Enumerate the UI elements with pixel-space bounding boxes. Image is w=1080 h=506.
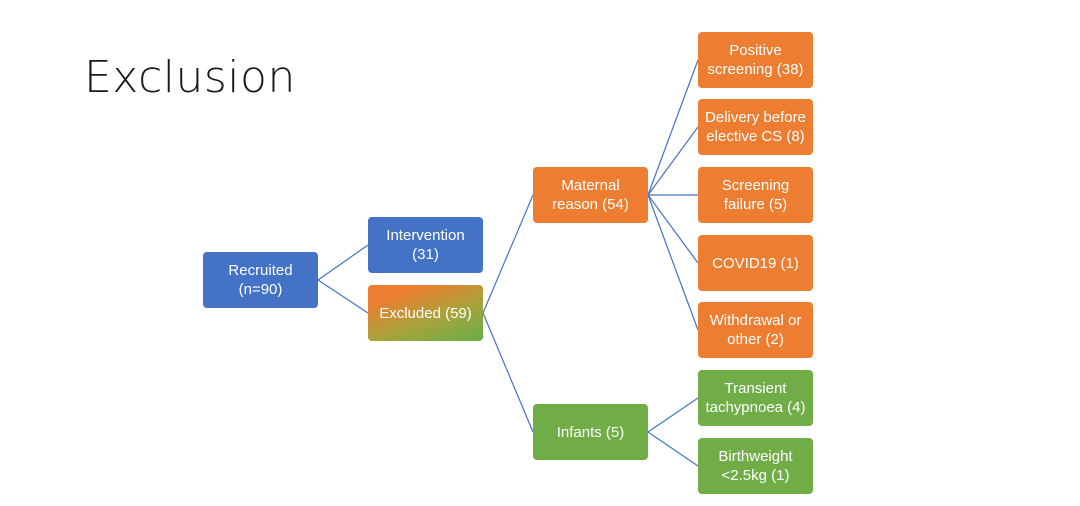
connector-excluded-maternal: [482, 194, 534, 314]
node-transient-tachypnoea: Transient tachypnoea (4): [698, 370, 813, 426]
node-birthweight: Birthweight <2.5kg (1): [698, 438, 813, 494]
connector-recruited-intervention: [317, 244, 369, 281]
connector-maternal-covid: [647, 194, 699, 264]
node-delivery-before-cs: Delivery before elective CS (8): [698, 99, 813, 155]
connector-maternal-withdrawal: [647, 194, 699, 331]
slide-title: Exclusion: [84, 52, 296, 103]
node-recruited: Recruited (n=90): [203, 252, 318, 308]
node-label: Transient tachypnoea (4): [705, 380, 806, 416]
connector-infants-tachypnoea: [647, 397, 699, 433]
node-label: Excluded (59): [379, 304, 472, 322]
node-label: Maternal reason (54): [552, 177, 629, 213]
connector-maternal-positive: [647, 59, 699, 196]
connector-excluded-infants: [482, 312, 534, 433]
node-label: Recruited (n=90): [228, 262, 293, 298]
connector-recruited-excluded: [317, 279, 369, 314]
node-excluded: Excluded (59): [368, 285, 483, 341]
node-label: Intervention (31): [386, 227, 465, 263]
node-covid19: COVID19 (1): [698, 235, 813, 291]
node-screening-failure: Screening failure (5): [698, 167, 813, 223]
node-label: Screening failure (5): [721, 177, 790, 213]
node-infants: Infants (5): [533, 404, 648, 460]
node-label: Positive screening (38): [707, 42, 804, 78]
node-label: Infants (5): [556, 423, 625, 441]
node-label: Withdrawal or other (2): [709, 312, 802, 348]
node-label: Delivery before elective CS (8): [705, 109, 806, 145]
connector-maternal-delivery: [647, 126, 699, 196]
node-maternal-reason: Maternal reason (54): [533, 167, 648, 223]
node-intervention: Intervention (31): [368, 217, 483, 273]
node-label: Birthweight <2.5kg (1): [718, 448, 793, 484]
node-withdrawal: Withdrawal or other (2): [698, 302, 813, 358]
node-positive-screening: Positive screening (38): [698, 32, 813, 88]
connector-infants-birthweight: [647, 431, 699, 467]
node-label: COVID19 (1): [712, 254, 799, 272]
